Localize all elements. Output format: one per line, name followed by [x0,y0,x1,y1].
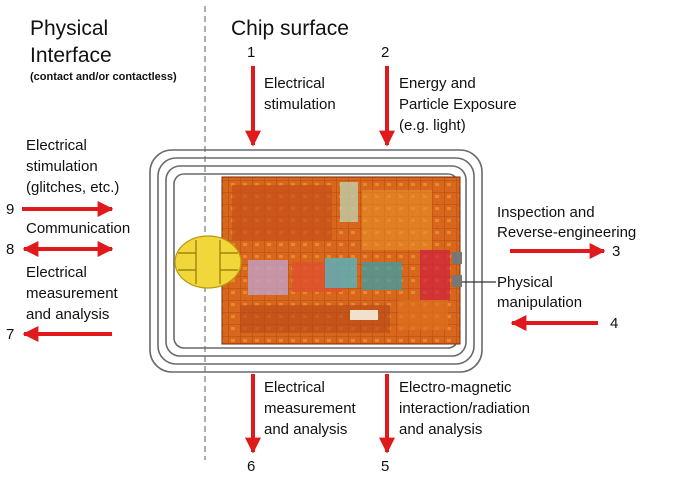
attack-6-number: 6 [247,458,256,475]
attack-2-number: 2 [381,44,390,61]
attack-1-label-line2: stimulation [264,96,336,113]
attack-3-number: 3 [612,243,621,260]
attack-4-number: 4 [610,315,619,332]
chip-surface-title: Chip surface [231,17,349,40]
attack-8-label: Communication [26,220,131,237]
attack-6-label-line3: and analysis [264,421,348,438]
attack-5-label-line3: and analysis [399,421,483,438]
attack-7-label-line1: Electrical [26,264,87,281]
smartcard-outline [149,149,483,373]
attack-2-label-line3: (e.g. light) [399,117,466,134]
attack-9-label-line3: (glitches, etc.) [26,179,120,196]
contact-pad [174,235,242,289]
attack-5-label-line1: Electro-magnetic [399,379,512,396]
physical-interface-note: (contact and/or contactless) [30,71,177,83]
attack-3-label-line2: Reverse-engineering [497,224,637,241]
physical-interface-title-line2: Interface [30,44,112,67]
attack-5-label-line2: interaction/radiation [399,400,530,417]
attack-5-number: 5 [381,458,390,475]
attack-6-label-line2: measurement [264,400,356,417]
attack-3-label-line1: Inspection and [497,204,595,221]
attack-4-label-line1: Physical [497,274,553,291]
attack-9-label-line2: stimulation [26,158,98,175]
attack-1-number: 1 [247,44,256,61]
chip-die [221,176,462,345]
attack-4-label-line2: manipulation [497,294,583,311]
attack-9-number: 9 [6,201,15,218]
attack-2-label-line2: Particle Exposure [399,96,517,113]
physical-interface-title-line1: Physical [30,17,109,40]
attack-8-number: 8 [6,241,15,258]
attack-2-label-line1: Energy and [399,75,476,92]
attack-7-label-line2: measurement [26,285,118,302]
attack-6-label-line1: Electrical [264,379,325,396]
attack-7-label-line3: and analysis [26,306,110,323]
attack-1-label-line1: Electrical [264,75,325,92]
attack-7-number: 7 [6,326,15,343]
attack-9-label-line1: Electrical [26,137,87,154]
